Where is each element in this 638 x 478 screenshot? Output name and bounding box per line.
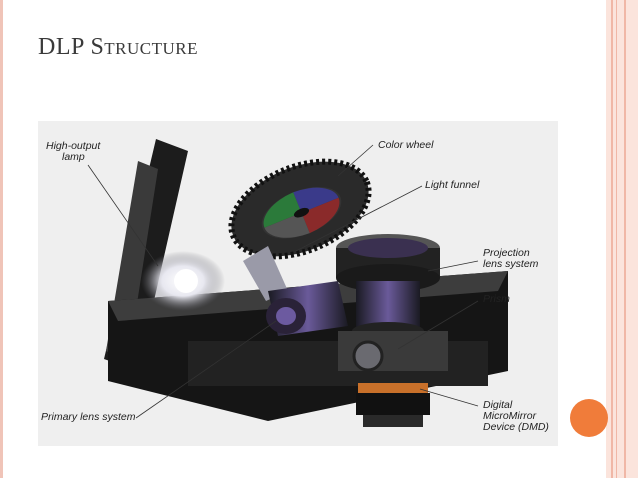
label-color-wheel: Color wheel bbox=[378, 139, 434, 151]
label-lamp-line2: lamp bbox=[62, 151, 85, 163]
right-line-1 bbox=[611, 0, 613, 478]
label-projection-line2: lens system bbox=[483, 258, 539, 270]
accent-circle bbox=[570, 399, 608, 437]
title-rest: Structure bbox=[90, 34, 199, 60]
label-light-funnel: Light funnel bbox=[425, 179, 480, 191]
label-high-output-lamp: High-output lamp bbox=[46, 141, 100, 163]
label-dmd: Digital MicroMirror Device (DMD) bbox=[483, 400, 549, 433]
dlp-projector-illustration bbox=[87, 139, 508, 427]
label-primary-lens-system: Primary lens system bbox=[41, 411, 136, 423]
dlp-diagram-figure: High-output lamp Color wheel Light funne… bbox=[38, 121, 558, 446]
label-dmd-line1: Digital bbox=[483, 399, 513, 411]
label-dmd-line3: Device (DMD) bbox=[483, 421, 549, 433]
dmd-chip bbox=[358, 383, 428, 393]
title-first-word: DLP bbox=[38, 34, 84, 60]
light-funnel-graphic bbox=[243, 246, 288, 301]
label-lamp-line1: High-output bbox=[46, 140, 101, 152]
label-projection-line1: Projection bbox=[483, 247, 530, 259]
right-line-2 bbox=[616, 0, 617, 478]
right-line-3 bbox=[624, 0, 626, 478]
label-projection-lens-system: Projection lens system bbox=[483, 248, 538, 270]
slide-title: DLP Structure bbox=[38, 34, 198, 61]
label-prism: Prism bbox=[483, 293, 510, 305]
label-dmd-line2: MicroMirror bbox=[483, 410, 537, 422]
left-border bbox=[0, 0, 3, 478]
color-wheel-graphic bbox=[228, 158, 372, 260]
